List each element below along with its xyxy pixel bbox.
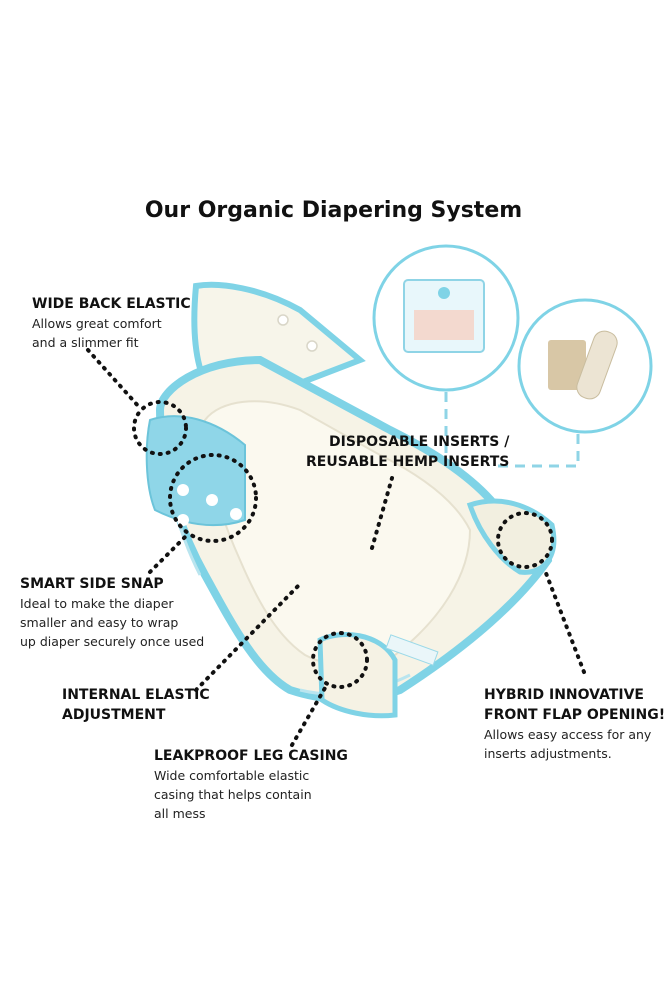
- package-photo: [414, 310, 474, 340]
- snap-4: [230, 508, 242, 520]
- callout-heading: LEAKPROOF LEG CASING: [154, 748, 348, 764]
- front-flap-dotted-circle: [496, 511, 554, 569]
- package-logo: [438, 287, 450, 299]
- callout-text: smaller and easy to wrap: [20, 615, 179, 630]
- leg-casing-wing: [317, 632, 398, 719]
- callout-heading: HYBRID INNOVATIVE: [484, 687, 644, 703]
- hemp-insert-pouch: [548, 340, 586, 390]
- callout-wide-back-elastic: WIDE BACK ELASTIC Allows great comfort a…: [32, 294, 191, 352]
- leg-casing-dotted-circle: [311, 631, 369, 689]
- callout-heading: WIDE BACK ELASTIC: [32, 296, 191, 312]
- callout-text: all mess: [154, 806, 206, 821]
- brand-tag: [385, 634, 439, 666]
- side-snap-leader: [148, 534, 188, 574]
- callout-text: inserts adjustments.: [484, 746, 612, 761]
- callout-heading: REUSABLE HEMP INSERTS: [306, 454, 510, 470]
- snap-3: [206, 494, 218, 506]
- callout-heading: FRONT FLAP OPENING!: [484, 707, 666, 723]
- back-elastic-leader: [86, 348, 142, 410]
- callout-text: Allows easy access for any: [484, 727, 652, 742]
- internal-elastic-leader: [194, 582, 302, 692]
- callout-heading: INTERNAL ELASTIC: [62, 687, 210, 703]
- callout-heading: DISPOSABLE INSERTS /: [329, 434, 510, 450]
- callout-text: up diaper securely once used: [20, 634, 205, 649]
- page-title: Our Organic Diapering System: [144, 198, 523, 223]
- snap-1: [177, 484, 189, 496]
- callout-text: casing that helps contain: [154, 787, 312, 802]
- callout-text: Wide comfortable elastic: [154, 768, 310, 783]
- snap-2: [177, 514, 189, 526]
- callout-leakproof-leg: LEAKPROOF LEG CASING Wide comfortable el…: [154, 746, 348, 823]
- callout-internal-elastic: INTERNAL ELASTIC ADJUSTMENT: [62, 685, 210, 725]
- callout-text: Ideal to make the diaper: [20, 596, 174, 611]
- front-flap-leader: [542, 566, 586, 674]
- back-wing-snap-1: [277, 314, 289, 326]
- callout-smart-side-snap: SMART SIDE SNAP Ideal to make the diaper…: [20, 574, 204, 651]
- back-wing-snap-2: [306, 340, 318, 352]
- back-elastic-dotted-circle: [132, 400, 188, 456]
- side-snap-dotted-circle: [168, 453, 258, 543]
- callout-heading: SMART SIDE SNAP: [20, 576, 164, 592]
- callout-inserts: DISPOSABLE INSERTS / REUSABLE HEMP INSER…: [306, 432, 509, 472]
- callout-heading: ADJUSTMENT: [62, 707, 166, 723]
- callout-hybrid-front-flap: HYBRID INNOVATIVE FRONT FLAP OPENING! Al…: [484, 685, 665, 763]
- hemp-insert-pad: [576, 330, 618, 400]
- callout-text: Allows great comfort: [32, 316, 162, 331]
- leakproof-leader: [290, 686, 327, 747]
- callout-text: and a slimmer fit: [32, 335, 139, 350]
- inserts-dashed-connector: [444, 392, 580, 468]
- front-flap: [466, 498, 557, 575]
